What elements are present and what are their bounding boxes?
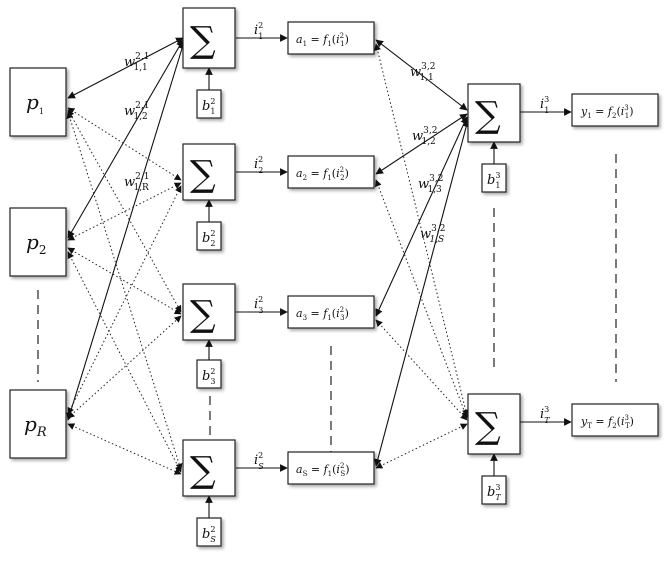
input-label: p1 [26,90,44,116]
sum-symbol: ∑ [475,406,501,447]
sum-node-1: ∑ [182,7,236,69]
sum-node-out-T: ∑ [467,393,521,455]
sum-node-S: ∑ [182,439,236,497]
edge-a3-outT [375,319,468,421]
edge-aS-out1 [374,119,470,467]
sum-symbol: ∑ [475,95,501,136]
sum-node-out-1: ∑ [467,83,521,143]
connections [37,34,617,518]
edge-pR-sum1 [66,41,186,421]
input-label: pR [24,412,47,440]
input-node-pR: pR [9,389,67,459]
edge-pR-sum2 [67,185,182,415]
sum-symbol: ∑ [190,20,216,61]
sum-symbol: ∑ [190,294,216,335]
edge-aS-outT [375,423,468,469]
input-node-p1: p1 [9,67,67,137]
edge-p1-sumS [66,111,183,471]
edge-pR-sumS [67,423,182,475]
sum-symbol: ∑ [190,450,216,491]
input-node-p2: p2 [9,207,67,277]
input-label: p2 [26,230,46,257]
sum-node-2: ∑ [182,143,236,201]
sum-symbol: ∑ [190,154,216,195]
edge-p2-sumS [67,251,182,473]
sum-node-3: ∑ [182,283,236,341]
edge-pR-sum3 [67,315,182,419]
